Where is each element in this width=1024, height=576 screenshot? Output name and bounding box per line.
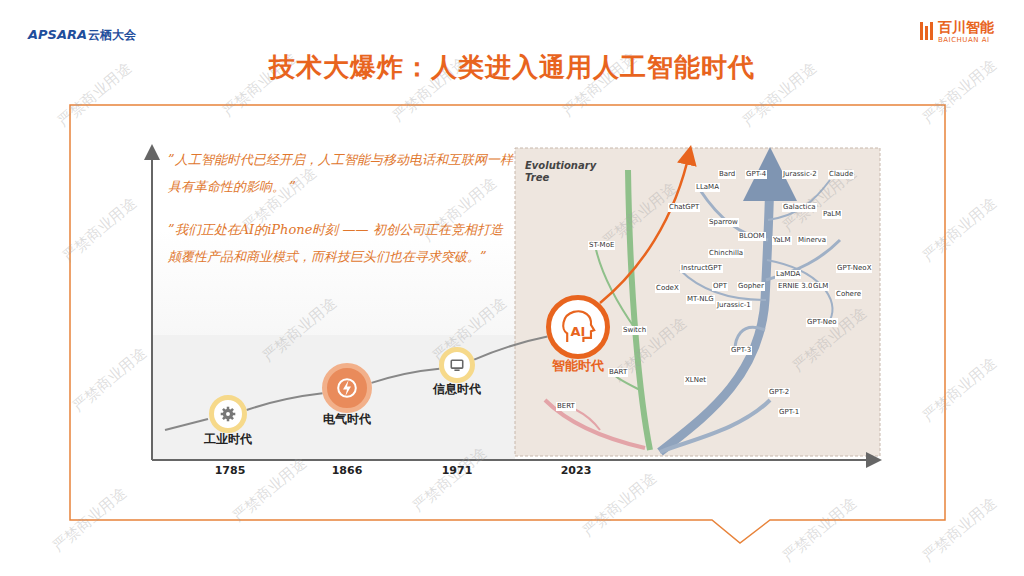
- year-label: 2023: [561, 464, 592, 477]
- model-label: ChatGPT: [668, 203, 700, 212]
- logo-text: 百川智能: [938, 19, 994, 37]
- era-circle: 信息时代: [439, 347, 475, 383]
- model-label: Minerva: [797, 236, 827, 245]
- model-label: MT-NLG: [686, 295, 715, 304]
- model-label: Chinchilla: [708, 249, 744, 258]
- logo-text: 云栖大会: [88, 27, 136, 44]
- era-label: 电气时代: [323, 411, 371, 428]
- model-label: ERNIE 3.0: [777, 282, 813, 291]
- timeline-connector: [247, 393, 323, 410]
- watermark: 严禁商业用途: [779, 494, 860, 566]
- era-label: 智能时代: [552, 357, 604, 375]
- watermark: 严禁商业用途: [54, 59, 135, 131]
- tree-title: Evolutionary Tree: [525, 160, 597, 184]
- model-label: InstructGPT: [680, 264, 723, 273]
- model-label: GPT-Neo: [806, 318, 838, 327]
- model-label: Gopher: [737, 282, 765, 291]
- model-label: LLaMA: [695, 183, 720, 192]
- model-label: GPT-2: [768, 388, 790, 397]
- model-label: Switch: [622, 326, 647, 335]
- model-label: Galactica: [782, 203, 817, 212]
- watermark: 严禁商业用途: [49, 484, 130, 556]
- model-label: OPT: [712, 282, 728, 291]
- model-label: Jurassic-2: [782, 170, 818, 179]
- watermark: 严禁商业用途: [259, 294, 340, 366]
- slide-title: 技术大爆炸：人类进入通用人工智能时代: [0, 50, 1024, 85]
- model-label: Cohere: [835, 290, 862, 299]
- era-circle: AI智能时代: [546, 295, 610, 359]
- model-label: PaLM: [822, 210, 842, 219]
- model-label: GPT-4: [745, 170, 767, 179]
- quote-text: ”人工智能时代已经开启，人工智能与移动电话和互联网一样具有革命性的影响。 ”: [168, 146, 513, 200]
- quote-text: ”我们正处在AI的iPhone时刻 —— 初创公司正在竞相打造颠覆性产品和商业模…: [168, 216, 513, 270]
- model-label: Sparrow: [708, 218, 739, 227]
- model-label: Jurassic-1: [716, 301, 752, 310]
- model-label: GPT-NeoX: [836, 264, 872, 273]
- model-label: GLM: [812, 282, 829, 291]
- timeline-connector: [474, 337, 547, 360]
- icon-text: AI: [551, 300, 605, 358]
- model-label: LaMDA: [775, 270, 801, 279]
- watermark: 严禁商业用途: [919, 56, 1000, 128]
- watermark: 严禁商业用途: [919, 194, 1000, 266]
- model-label: BLOOM: [738, 232, 766, 241]
- watermark: 严禁商业用途: [919, 494, 1000, 566]
- timeline-connector: [371, 369, 439, 383]
- year-label: 1971: [442, 464, 473, 477]
- era-icon: [327, 368, 367, 408]
- model-label: ST-MoE: [588, 241, 615, 250]
- logo-text: BAICHUAN AI: [938, 36, 990, 44]
- model-label: BERT: [556, 402, 576, 411]
- model-label: GPT-1: [778, 408, 800, 417]
- watermark: 严禁商业用途: [579, 469, 660, 541]
- era-circle: 电气时代: [322, 363, 372, 413]
- watermark: 严禁商业用途: [409, 444, 490, 516]
- model-label: XLNet: [684, 376, 707, 385]
- model-label: Claude: [828, 170, 854, 179]
- era-label: 信息时代: [433, 381, 481, 398]
- watermark: 严禁商业用途: [59, 194, 140, 266]
- era-circle: 工业时代: [209, 395, 247, 433]
- model-label: GPT-3: [730, 346, 752, 355]
- era-icon: [214, 400, 242, 428]
- year-label: 1866: [332, 464, 363, 477]
- year-label: 1785: [215, 464, 246, 477]
- logo-text: APSARA: [28, 27, 87, 42]
- watermark: 严禁商业用途: [919, 354, 1000, 426]
- model-label: CodeX: [655, 284, 680, 293]
- watermark: 严禁商业用途: [69, 344, 150, 416]
- model-label: Bard: [718, 170, 736, 179]
- era-icon: [444, 352, 470, 378]
- era-label: 工业时代: [204, 431, 252, 448]
- model-label: BART: [608, 368, 628, 377]
- model-label: YaLM: [772, 236, 792, 245]
- watermark: 严禁商业用途: [789, 304, 870, 376]
